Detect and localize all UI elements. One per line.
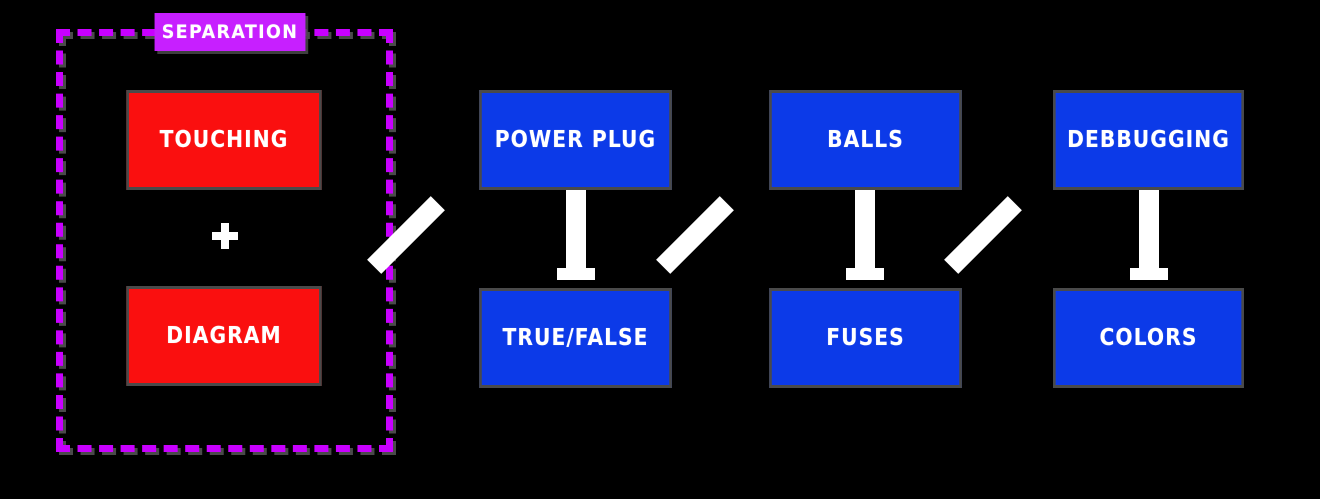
node-diagram-label: DIAGRAM: [166, 323, 282, 349]
node-debbugging[interactable]: DEBBUGGING: [1053, 90, 1244, 190]
connector-diagonal-3: [944, 196, 1022, 274]
node-balls[interactable]: BALLS: [769, 90, 962, 190]
node-power-plug-label: POWER PLUG: [494, 127, 657, 153]
node-diagram[interactable]: DIAGRAM: [126, 286, 322, 386]
arrowhead-down-icon: [846, 268, 884, 280]
connector-diagonal-2: [656, 196, 734, 274]
node-true-false[interactable]: TRUE/FALSE: [479, 288, 672, 388]
node-fuses[interactable]: FUSES: [769, 288, 962, 388]
node-power-plug[interactable]: POWER PLUG: [479, 90, 672, 190]
node-colors-label: COLORS: [1099, 325, 1198, 351]
node-touching-label: TOUCHING: [159, 127, 289, 153]
node-debbugging-label: DEBBUGGING: [1067, 127, 1230, 153]
separation-group-label-text: SEPARATION: [161, 21, 299, 43]
connector-vertical-2: [846, 190, 884, 280]
arrowhead-down-icon: [1130, 268, 1168, 280]
node-fuses-label: FUSES: [826, 325, 905, 351]
node-true-false-label: TRUE/FALSE: [502, 325, 649, 351]
arrowhead-down-icon: [557, 268, 595, 280]
separation-group-label: SEPARATION: [154, 13, 306, 51]
node-colors[interactable]: COLORS: [1053, 288, 1244, 388]
connector-vertical-1: [557, 190, 595, 280]
node-balls-label: BALLS: [827, 127, 904, 153]
connector-vertical-3: [1130, 190, 1168, 280]
plus-icon: [212, 223, 238, 249]
node-touching[interactable]: TOUCHING: [126, 90, 322, 190]
